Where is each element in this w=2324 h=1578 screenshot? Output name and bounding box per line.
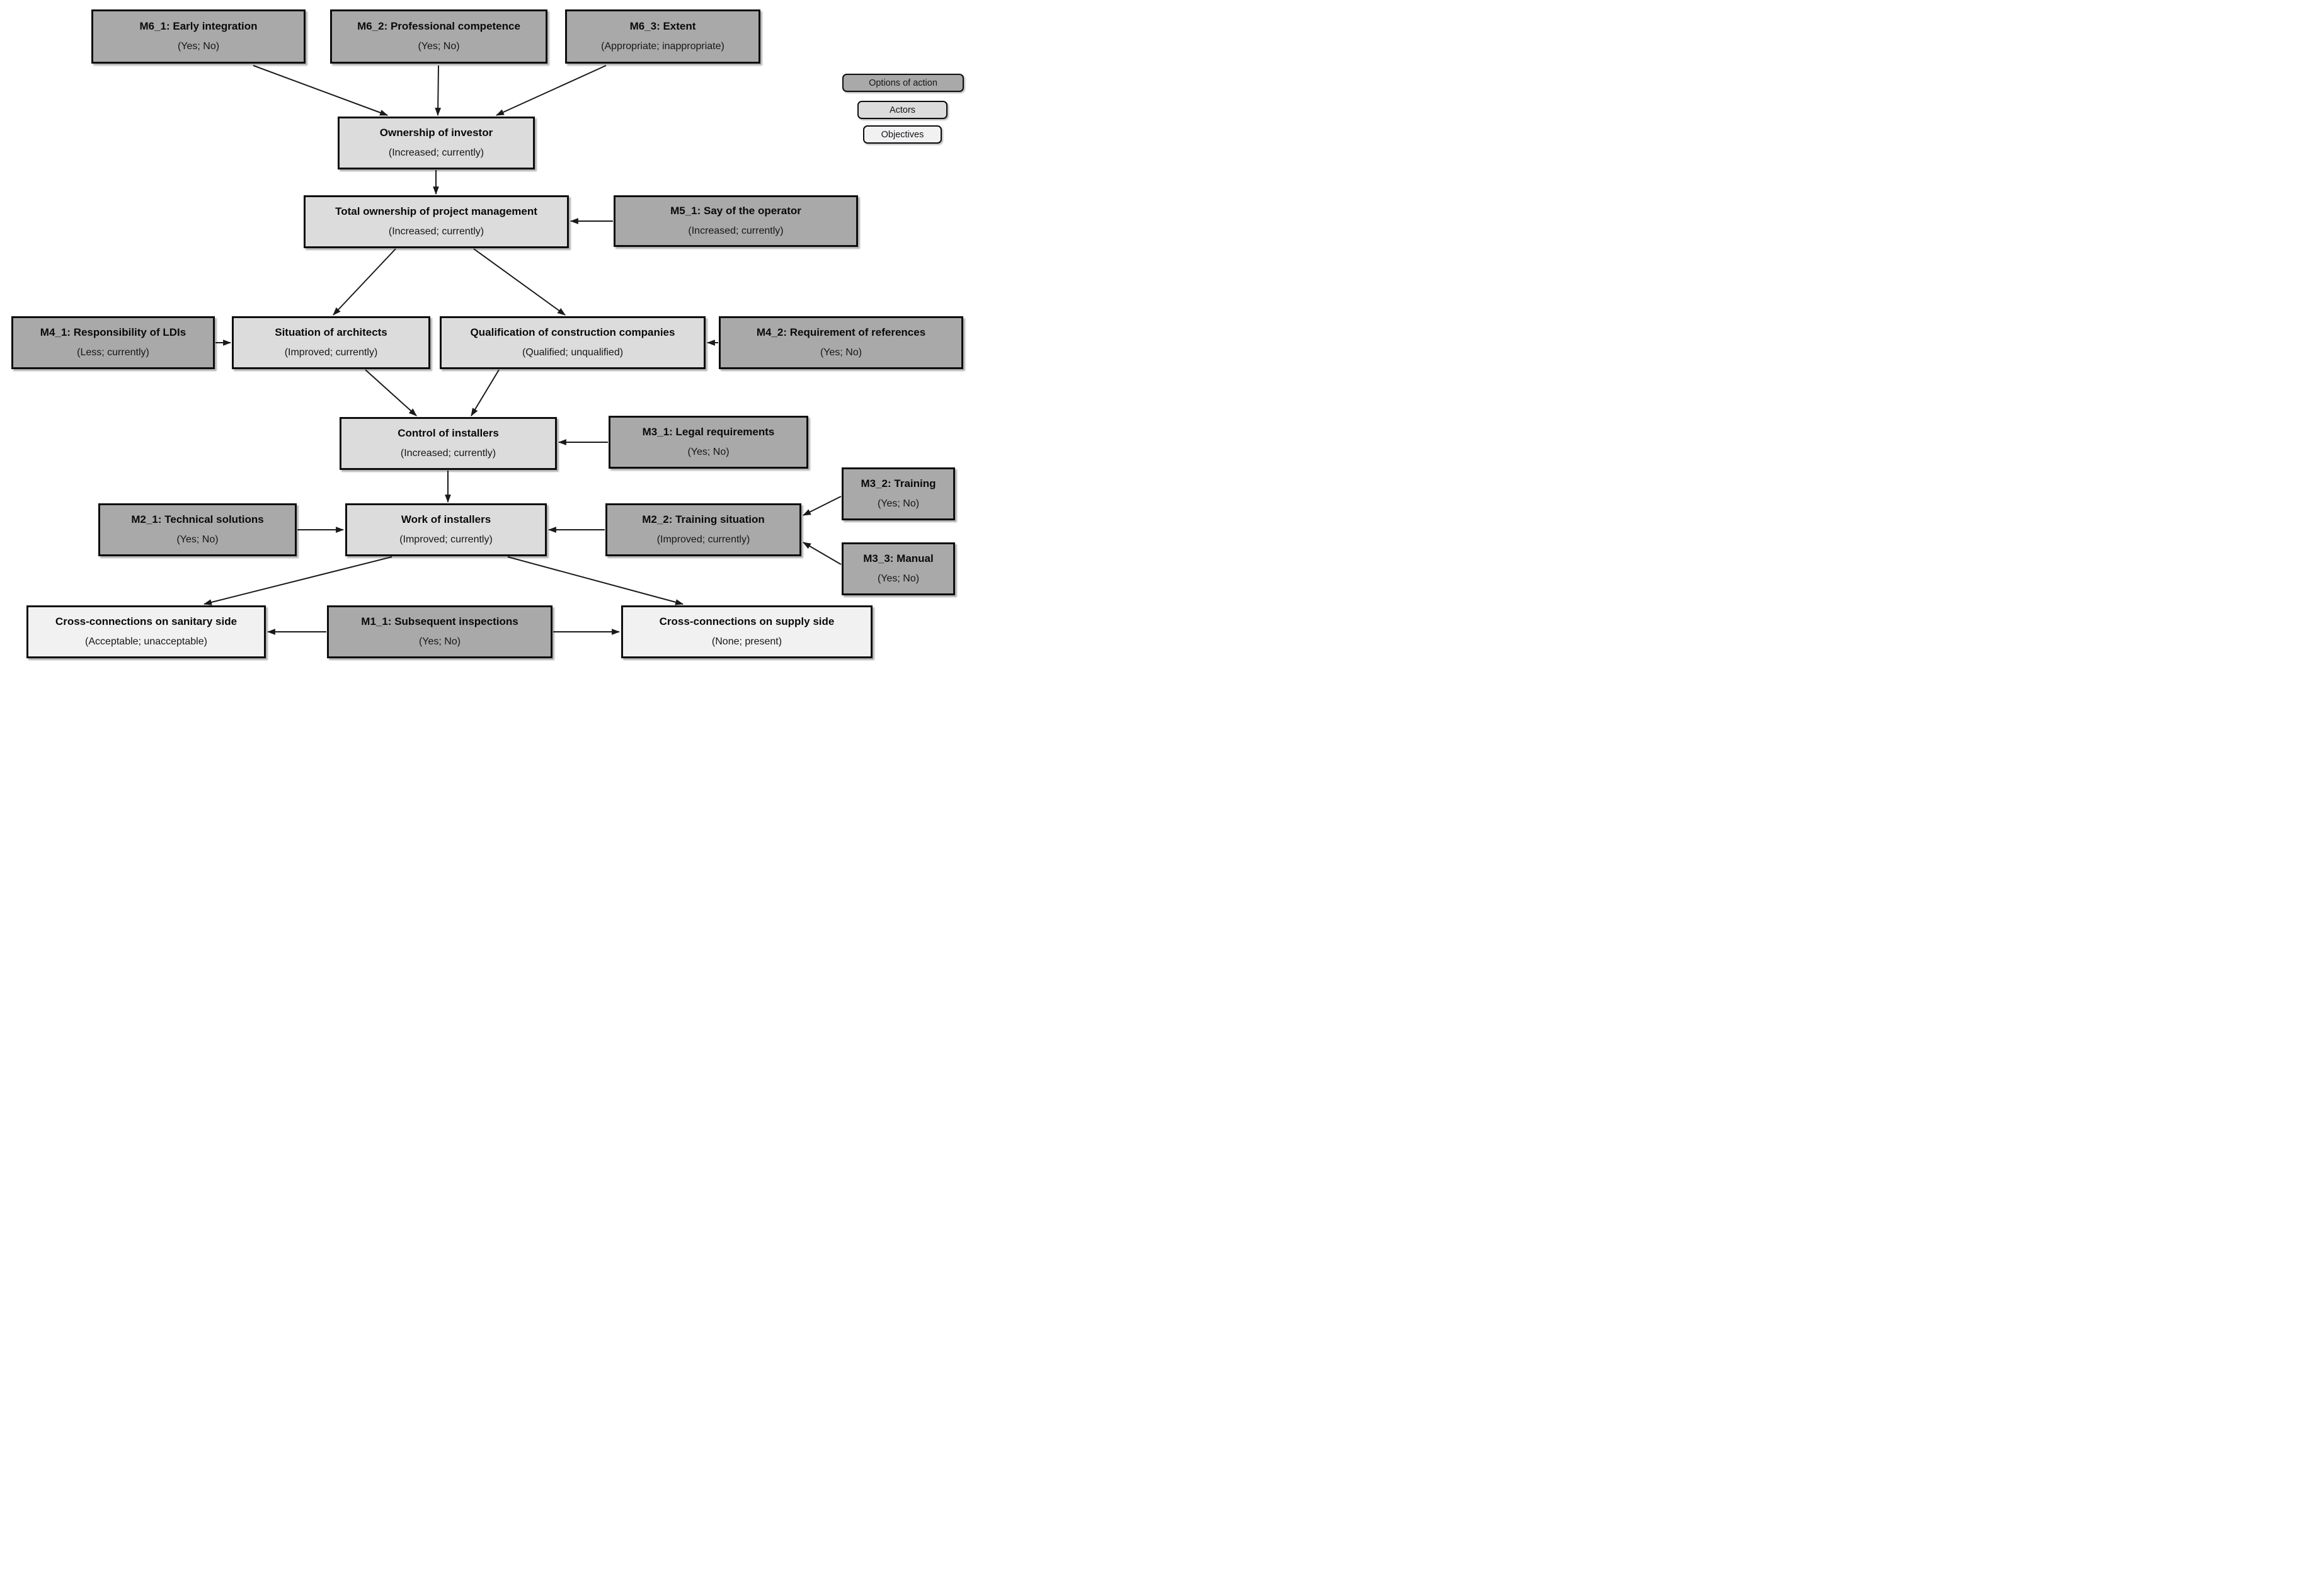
node-title: M6_1: Early integration [139, 20, 258, 33]
node-m5-1: M5_1: Say of the operator (Increased; cu… [614, 195, 858, 247]
node-value: (Increased; currently) [688, 226, 784, 237]
node-title: Ownership of investor [379, 127, 493, 139]
legend-label: Objectives [881, 129, 924, 140]
node-total-ownership: Total ownership of project management (I… [304, 195, 569, 248]
node-value: (Yes; No) [877, 498, 920, 510]
node-value: (Increased; currently) [400, 448, 496, 459]
node-value: (Improved; currently) [284, 347, 378, 358]
node-title: M6_3: Extent [629, 20, 696, 33]
legend-label: Options of action [869, 77, 937, 88]
node-title: Qualification of construction companies [470, 326, 675, 339]
node-title: M4_2: Requirement of references [756, 326, 926, 339]
legend-actors: Actors [857, 101, 947, 119]
node-m3-1: M3_1: Legal requirements (Yes; No) [609, 416, 808, 469]
node-m3-3: M3_3: Manual (Yes; No) [842, 542, 955, 595]
legend-options-of-action: Options of action [842, 74, 964, 92]
node-m4-2: M4_2: Requirement of references (Yes; No… [719, 316, 963, 369]
arrow-m6-3-to-ownership [496, 65, 607, 116]
node-value: (Less; currently) [77, 347, 149, 358]
legend-label: Actors [889, 105, 916, 115]
node-title: Cross-connections on sanitary side [55, 615, 238, 628]
node-title: M1_1: Subsequent inspections [361, 615, 518, 628]
node-situation-of-architects: Situation of architects (Improved; curre… [232, 316, 430, 369]
node-qualification-companies: Qualification of construction companies … [440, 316, 706, 369]
node-value: (Yes; No) [177, 41, 220, 52]
node-cross-supply: Cross-connections on supply side (None; … [621, 605, 873, 658]
node-title: M2_2: Training situation [642, 513, 765, 526]
node-title: M3_1: Legal requirements [642, 426, 775, 438]
node-value: (None; present) [711, 636, 782, 648]
node-value: (Increased; currently) [388, 147, 484, 159]
arrow-m3-3-to-m2-2 [803, 542, 842, 565]
node-value: (Improved; currently) [399, 534, 493, 546]
arrow-m3-2-to-m2-2 [803, 496, 842, 516]
node-m6-3: M6_3: Extent (Appropriate; inappropriate… [565, 9, 760, 64]
node-value: (Yes; No) [176, 534, 219, 546]
node-value: (Yes; No) [687, 447, 730, 458]
influence-diagram: M6_1: Early integration (Yes; No) M6_2: … [0, 0, 973, 661]
node-value: (Qualified; unqualified) [522, 347, 624, 358]
node-control-of-installers: Control of installers (Increased; curren… [340, 417, 557, 470]
node-m2-2: M2_2: Training situation (Improved; curr… [605, 503, 801, 556]
node-cross-sanitary: Cross-connections on sanitary side (Acce… [26, 605, 266, 658]
node-value: (Improved; currently) [656, 534, 750, 546]
node-value: (Acceptable; unacceptable) [85, 636, 207, 648]
node-value: (Yes; No) [418, 636, 461, 648]
node-value: (Yes; No) [877, 573, 920, 585]
node-m6-2: M6_2: Professional competence (Yes; No) [330, 9, 547, 64]
node-m6-1: M6_1: Early integration (Yes; No) [91, 9, 306, 64]
node-m3-2: M3_2: Training (Yes; No) [842, 467, 955, 520]
node-value: (Yes; No) [820, 347, 862, 358]
node-title: M2_1: Technical solutions [131, 513, 264, 526]
arrow-total-to-architects [333, 248, 396, 316]
node-ownership-of-investor: Ownership of investor (Increased; curren… [338, 117, 535, 169]
arrow-architects-to-control [365, 369, 417, 416]
arrow-total-to-qualification [473, 248, 566, 316]
node-value: (Yes; No) [418, 41, 460, 52]
node-value: (Increased; currently) [388, 226, 484, 237]
node-title: M5_1: Say of the operator [670, 205, 801, 217]
node-title: M3_2: Training [861, 477, 936, 490]
node-title: Cross-connections on supply side [659, 615, 835, 628]
arrow-qualification-to-control [471, 369, 500, 416]
node-work-of-installers: Work of installers (Improved; currently) [345, 503, 547, 556]
node-title: Work of installers [401, 513, 491, 526]
node-m1-1: M1_1: Subsequent inspections (Yes; No) [327, 605, 552, 658]
arrow-work-to-sanitary [203, 556, 392, 605]
node-m4-1: M4_1: Responsibility of LDIs (Less; curr… [11, 316, 215, 369]
node-title: Control of installers [398, 427, 499, 440]
node-title: Total ownership of project management [335, 205, 537, 218]
node-title: M4_1: Responsibility of LDIs [40, 326, 186, 339]
arrow-work-to-supply [507, 556, 684, 605]
node-value: (Appropriate; inappropriate) [601, 41, 724, 52]
node-m2-1: M2_1: Technical solutions (Yes; No) [98, 503, 297, 556]
arrow-m6-1-to-ownership [253, 65, 389, 116]
node-title: M6_2: Professional competence [357, 20, 520, 33]
legend-objectives: Objectives [863, 125, 942, 144]
node-title: Situation of architects [275, 326, 387, 339]
node-title: M3_3: Manual [863, 552, 934, 565]
